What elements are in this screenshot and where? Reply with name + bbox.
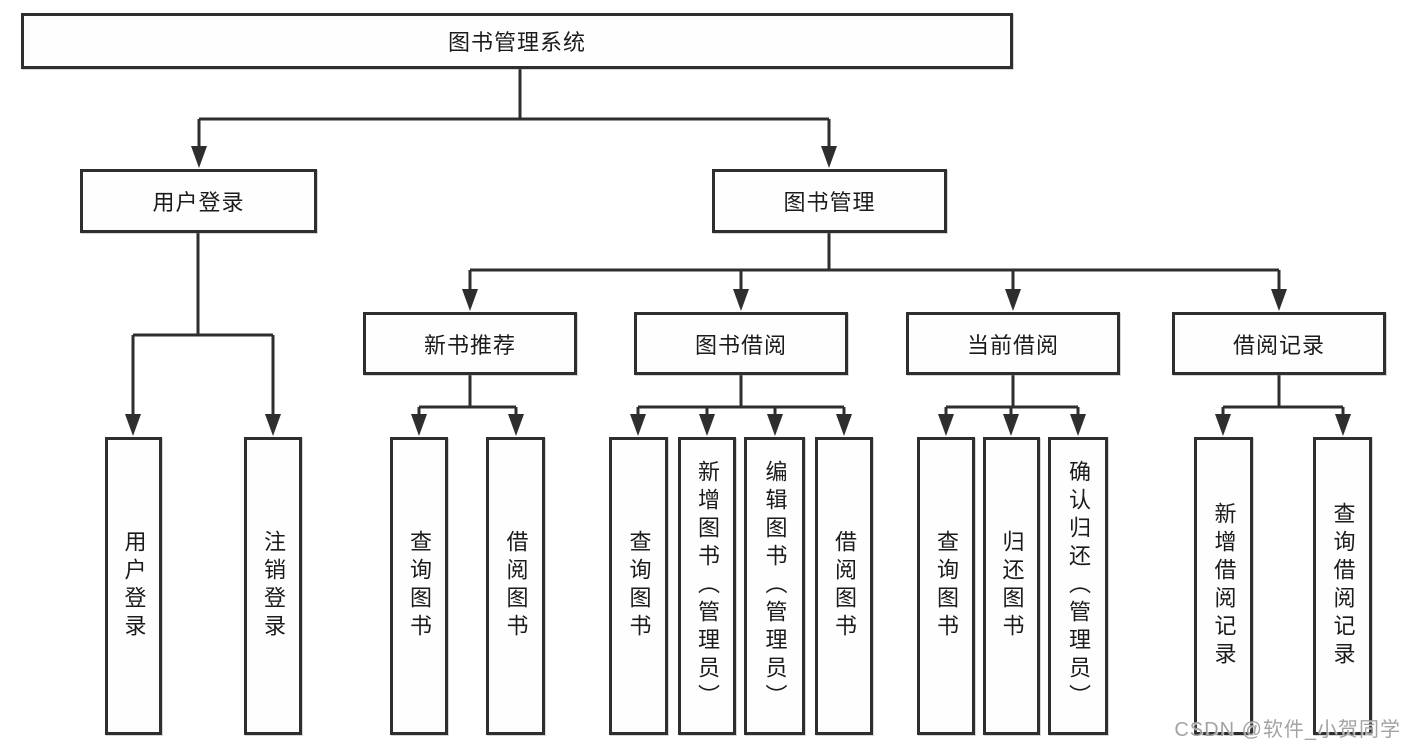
node-borrow-records-label: 借阅记录 — [1232, 332, 1325, 358]
leaf-borrow-book-recommend-label: 借阅图书 — [503, 530, 529, 642]
node-book-borrowing: 图书借阅 — [634, 312, 848, 375]
leaf-user-login: 用户登录 — [105, 437, 162, 735]
node-current-borrowing: 当前借阅 — [906, 312, 1120, 375]
node-book-management: 图书管理 — [712, 169, 947, 233]
leaf-borrow-book-recommend: 借阅图书 — [486, 437, 545, 735]
node-borrow-records: 借阅记录 — [1172, 312, 1386, 375]
leaf-logout-label: 注销登录 — [261, 530, 286, 642]
leaf-confirm-return-admin-label: 确认归还（管理员） — [1066, 460, 1091, 712]
leaf-query-borrow-record-label: 查询借阅记录 — [1330, 502, 1356, 670]
leaf-add-book-admin: 新增图书（管理员） — [678, 437, 736, 735]
leaf-add-borrow-record-label: 新增借阅记录 — [1211, 502, 1237, 670]
leaf-borrow-book-borrowing: 借阅图书 — [815, 437, 873, 735]
node-root-label: 图书管理系统 — [447, 30, 586, 55]
leaf-edit-book-admin: 编辑图书（管理员） — [744, 437, 805, 735]
leaf-query-book-borrowing: 查询图书 — [609, 437, 668, 735]
leaf-return-book-label: 归还图书 — [999, 530, 1025, 642]
arrowheads — [125, 146, 1351, 436]
watermark: CSDN @软件_小贺同学 — [1174, 719, 1401, 741]
leaf-query-book-recommend: 查询图书 — [390, 437, 448, 735]
leaf-user-login-label: 用户登录 — [121, 530, 147, 642]
leaf-return-book: 归还图书 — [983, 437, 1040, 735]
node-user-login-label: 用户登录 — [152, 190, 245, 215]
node-root: 图书管理系统 — [21, 13, 1013, 69]
leaf-logout: 注销登录 — [244, 437, 302, 735]
node-current-borrowing-label: 当前借阅 — [966, 332, 1059, 358]
node-book-management-label: 图书管理 — [783, 190, 876, 215]
node-book-borrowing-label: 图书借阅 — [694, 332, 787, 358]
leaf-query-book-borrowing-label: 查询图书 — [626, 530, 652, 642]
leaf-confirm-return-admin: 确认归还（管理员） — [1048, 437, 1108, 735]
leaf-query-book-current: 查询图书 — [917, 437, 975, 735]
leaf-query-book-recommend-label: 查询图书 — [407, 530, 432, 642]
leaf-add-borrow-record: 新增借阅记录 — [1194, 437, 1253, 735]
leaf-edit-book-admin-label: 编辑图书（管理员） — [762, 460, 788, 712]
node-new-book-recommend: 新书推荐 — [363, 312, 577, 375]
node-new-book-recommend-label: 新书推荐 — [423, 332, 516, 358]
leaf-query-book-current-label: 查询图书 — [934, 530, 959, 642]
leaf-add-book-admin-label: 新增图书（管理员） — [695, 460, 720, 712]
node-user-login: 用户登录 — [80, 169, 317, 233]
leaf-query-borrow-record: 查询借阅记录 — [1313, 437, 1372, 735]
leaf-borrow-book-borrowing-label: 借阅图书 — [832, 530, 857, 642]
